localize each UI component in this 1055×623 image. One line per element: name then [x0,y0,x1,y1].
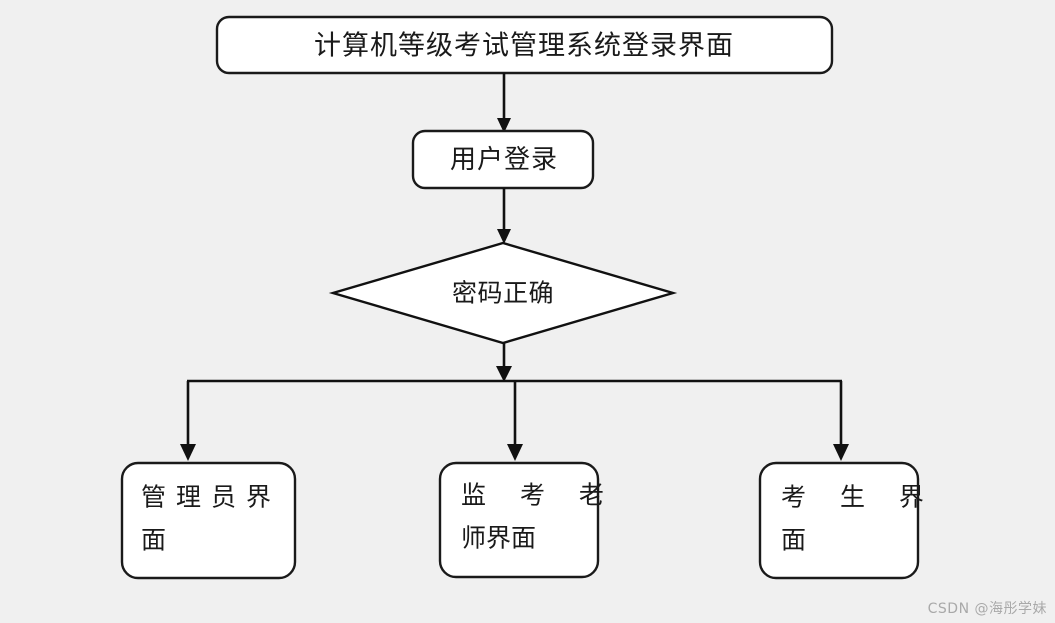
arrow-head-icon [496,366,512,382]
connector-bus-branches [180,379,849,461]
node-proctor-interface-label-line2: 师界面 [461,524,536,553]
node-password-decision[interactable]: 密码正确 [328,241,678,345]
node-proctor-interface[interactable]: 监 考 老 师界面 [438,461,617,579]
node-proctor-interface-label-line1: 监 考 老 [461,481,617,510]
node-admin-interface-label-line1: 管理员界 [141,483,281,512]
arrow-head-icon [180,444,196,461]
node-proctor-interface-shape [438,461,600,579]
node-admin-interface[interactable]: 管理员界 面 [120,461,297,580]
connector-decision-to-bus [496,343,512,382]
node-password-decision-label: 密码正确 [452,279,554,308]
node-system-title-label: 计算机等级考试管理系统登录界面 [314,31,734,62]
node-user-login-label: 用户登录 [450,145,558,175]
node-examinee-interface[interactable]: 考 生 界 面 [758,461,937,580]
node-examinee-interface-shape [758,461,920,580]
arrow-head-icon [497,118,511,133]
arrow-head-icon [833,444,849,461]
connector-login-to-decision [497,188,511,244]
node-system-title[interactable]: 计算机等级考试管理系统登录界面 [215,15,834,75]
connector-title-to-login [497,73,511,133]
arrow-head-icon [507,444,523,461]
arrow-head-icon [497,229,511,244]
node-admin-interface-label-line2: 面 [141,526,166,555]
node-examinee-interface-label-line2: 面 [781,526,806,555]
csdn-watermark: CSDN @海彤学妹 [927,601,1047,617]
node-admin-interface-shape [120,461,297,580]
node-system-title-shape [215,15,834,75]
node-examinee-interface-label-line1: 考 生 界 [781,483,937,512]
node-user-login[interactable]: 用户登录 [411,129,595,190]
